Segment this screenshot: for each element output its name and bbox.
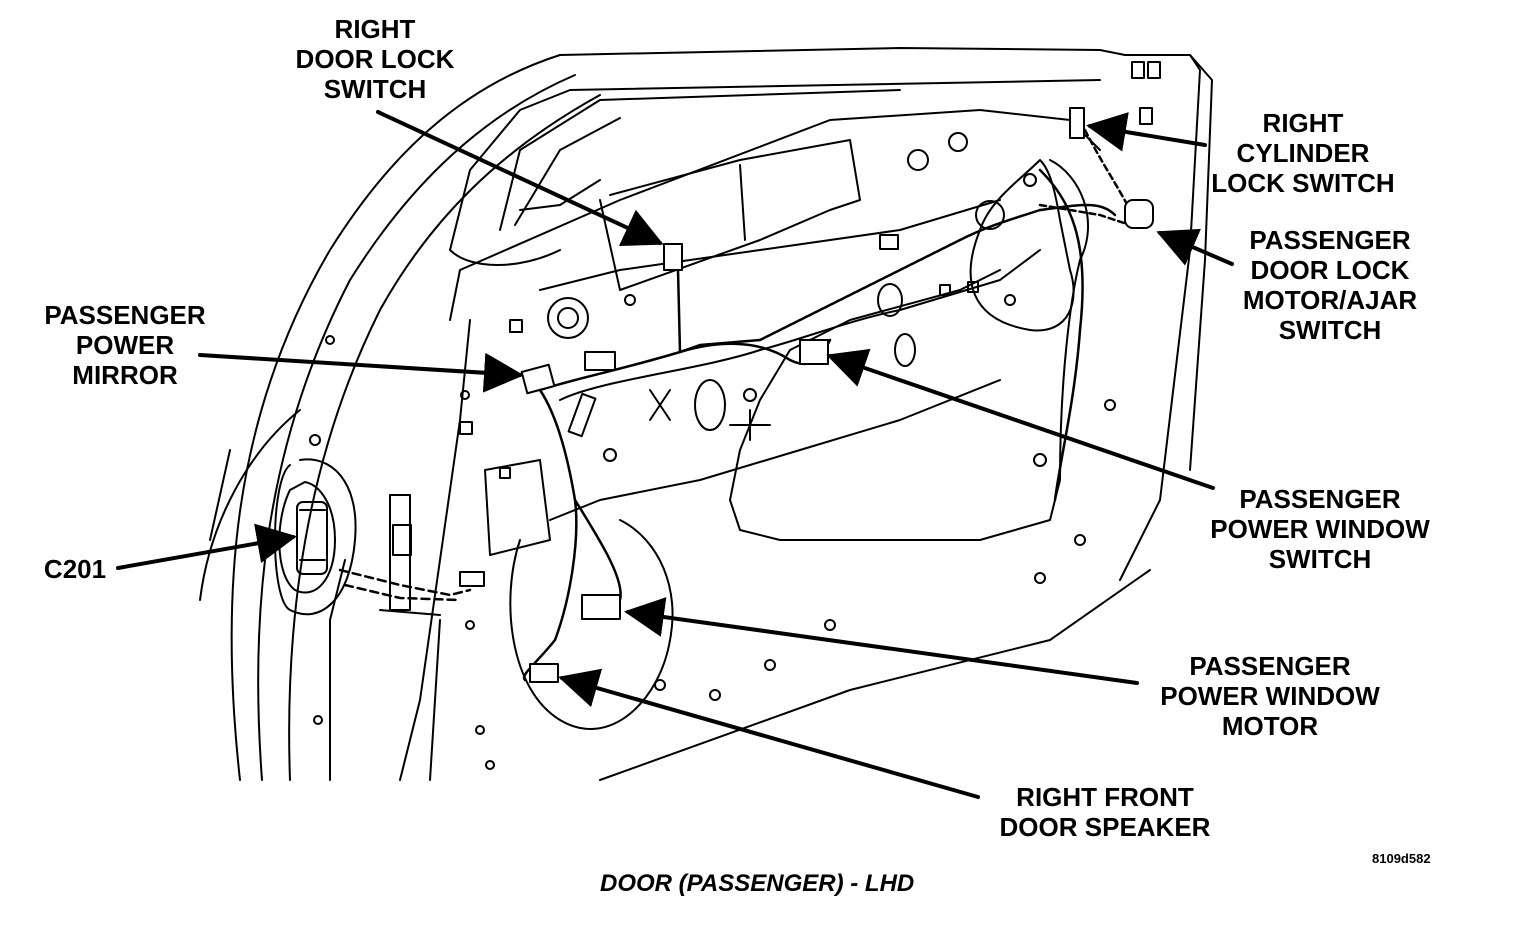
leader-passenger-power-window-switch (826, 348, 1215, 490)
leader-right-cylinder-lock-switch (1086, 112, 1207, 152)
label-line: SWITCH (323, 74, 427, 104)
label-line: DOOR SPEAKER (999, 812, 1211, 842)
label-line: CYLINDER (1236, 138, 1370, 168)
label-line: PASSENGER (1189, 651, 1351, 681)
label-line: RIGHT (1262, 108, 1344, 138)
label-passenger-power-window-motor: PASSENGER POWER WINDOW MOTOR (1145, 651, 1395, 741)
components (459, 107, 1154, 683)
label-passenger-power-window-switch: PASSENGER POWER WINDOW SWITCH (1195, 484, 1445, 574)
label-line: MOTOR/AJAR (1242, 285, 1418, 315)
leader-right-door-lock-switch (376, 110, 664, 246)
label-line: PASSENGER (44, 300, 206, 330)
leader-arrows (116, 110, 1234, 799)
c201-grommet (274, 458, 412, 616)
label-line: POWER WINDOW (1210, 514, 1430, 544)
label-line: DOOR LOCK (295, 44, 455, 74)
label-line: SWITCH (1268, 544, 1372, 574)
leader-right-front-door-speaker (558, 668, 980, 799)
label-line: POWER WINDOW (1160, 681, 1380, 711)
diagram-caption: DOOR (PASSENGER) - LHD (600, 870, 915, 897)
label-line: RIGHT (334, 14, 416, 44)
label-right-door-lock-switch: RIGHT DOOR LOCK SWITCH (270, 14, 480, 104)
label-passenger-door-lock-motor: PASSENGER DOOR LOCK MOTOR/AJAR SWITCH (1225, 225, 1435, 345)
label-line: C201 (43, 554, 107, 584)
leader-passenger-door-lock-motor (1156, 228, 1234, 266)
label-line: MIRROR (72, 360, 178, 390)
label-line: PASSENGER (1249, 225, 1411, 255)
label-line: MOTOR (1221, 711, 1319, 741)
label-line: PASSENGER (1239, 484, 1401, 514)
label-right-front-door-speaker: RIGHT FRONT DOOR SPEAKER (985, 782, 1225, 842)
label-line: SWITCH (1278, 315, 1382, 345)
label-line: DOOR LOCK (1250, 255, 1410, 285)
leader-passenger-power-mirror (198, 352, 524, 393)
speaker-cutout (484, 459, 674, 730)
panel-holes (309, 61, 1161, 770)
leader-passenger-power-window-motor (624, 597, 1139, 685)
figure-id: 8109d582 (1372, 851, 1431, 866)
label-passenger-power-mirror: PASSENGER POWER MIRROR (20, 300, 230, 390)
inner-panel (449, 109, 1101, 541)
door-outer-frame (199, 47, 1213, 781)
label-right-cylinder-lock-switch: RIGHT CYLINDER LOCK SWITCH (1198, 108, 1408, 198)
label-line: RIGHT FRONT (1016, 782, 1194, 812)
label-c201: C201 (30, 554, 120, 584)
label-line: POWER (75, 330, 175, 360)
label-line: LOCK SWITCH (1211, 168, 1395, 198)
leader-c201 (116, 523, 297, 570)
window-frame (449, 79, 1101, 266)
